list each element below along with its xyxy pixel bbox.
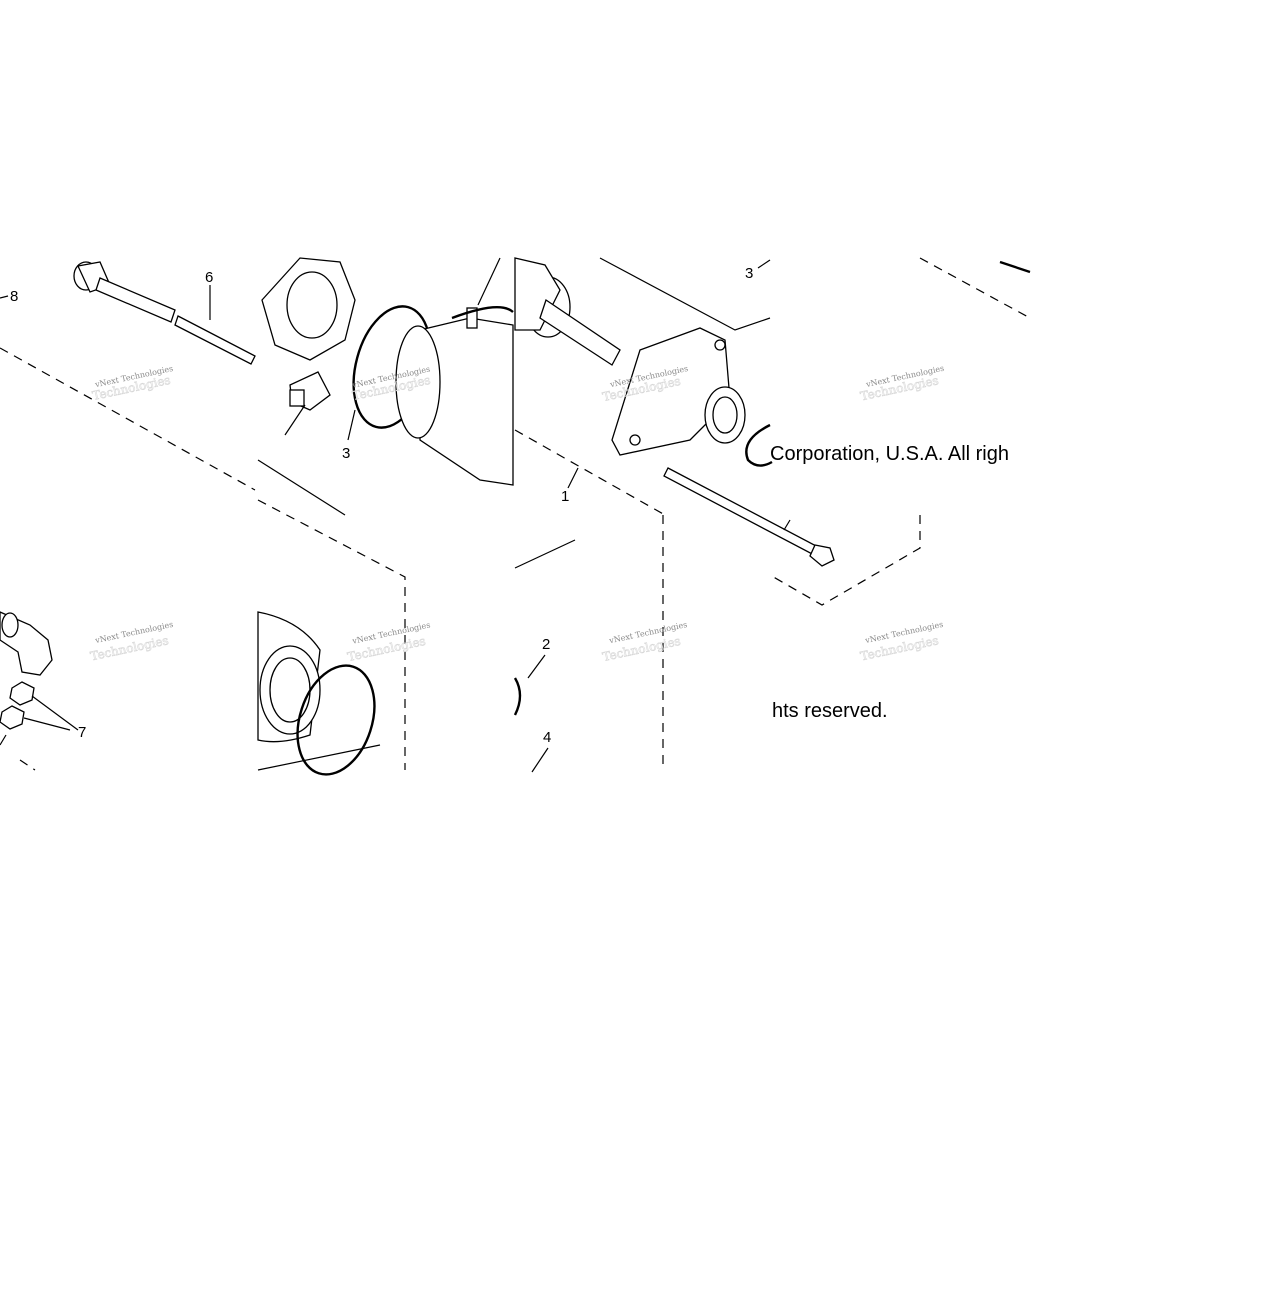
outline-edge-4 xyxy=(999,260,1031,274)
dashed-boundary-4a xyxy=(919,257,1031,319)
starter-housing-part xyxy=(395,306,514,486)
leader-8 xyxy=(0,295,9,299)
callout-4: 4 xyxy=(543,729,551,746)
leader-2 xyxy=(527,654,546,679)
leader-nut xyxy=(0,734,7,746)
elbow-fitting-part xyxy=(0,611,53,676)
dashed-boundary-3 xyxy=(514,429,666,516)
leader-bolt xyxy=(783,519,791,531)
leader-3-left xyxy=(347,409,356,441)
outline-edge-3 xyxy=(599,257,771,331)
leader-brush xyxy=(284,404,306,436)
armature-part xyxy=(514,257,621,366)
watermark-4: Technologies vNext Technologies xyxy=(859,364,945,404)
dashed-boundary-4b xyxy=(769,515,921,606)
watermark-7: Technologies vNext Technologies xyxy=(601,620,688,664)
callout-2: 2 xyxy=(542,636,550,653)
outline-edge-2 xyxy=(257,459,346,516)
brush-plate-part xyxy=(261,257,356,411)
o-ring-part-lower xyxy=(513,677,522,716)
dashed-boundary-1 xyxy=(0,347,256,491)
copyright-line-1: Corporation, U.S.A. All righ xyxy=(770,443,1009,465)
dashed-boundary-6 xyxy=(257,499,406,770)
callout-6: 6 xyxy=(205,269,213,286)
copyright-line-2: hts reserved. xyxy=(772,700,888,722)
callout-7: 7 xyxy=(78,724,86,741)
bearing-ring-part xyxy=(257,611,321,743)
leader-7 xyxy=(23,695,79,731)
callout-3-right: 3 xyxy=(745,265,753,282)
watermark-6: Technologies vNext Technologies xyxy=(346,620,431,664)
through-bolt-part xyxy=(663,467,835,567)
mounting-flange-part xyxy=(611,327,746,456)
leader-3-right xyxy=(757,259,771,269)
watermark-8: Technologies vNext Technologies xyxy=(859,620,944,664)
watermark-1: Technologies vNext Technologies xyxy=(91,364,174,403)
callout-3-left: 3 xyxy=(342,445,350,462)
watermark-5: Technologies vNext Technologies xyxy=(89,620,174,664)
ignition-lead-part xyxy=(73,261,256,365)
outline-edge-7 xyxy=(514,539,576,569)
callout-8: 8 xyxy=(10,288,18,305)
nut-part-lower xyxy=(0,705,25,730)
leader-1 xyxy=(567,467,579,489)
leader-4 xyxy=(531,747,549,773)
gasket-part xyxy=(296,664,376,776)
leader-terminal xyxy=(477,257,501,306)
outline-edge-6 xyxy=(257,744,381,771)
nut-part-upper xyxy=(9,681,35,706)
o-ring-part-right xyxy=(745,423,773,467)
callout-1: 1 xyxy=(561,488,569,505)
dashed-boundary-5 xyxy=(19,759,36,771)
